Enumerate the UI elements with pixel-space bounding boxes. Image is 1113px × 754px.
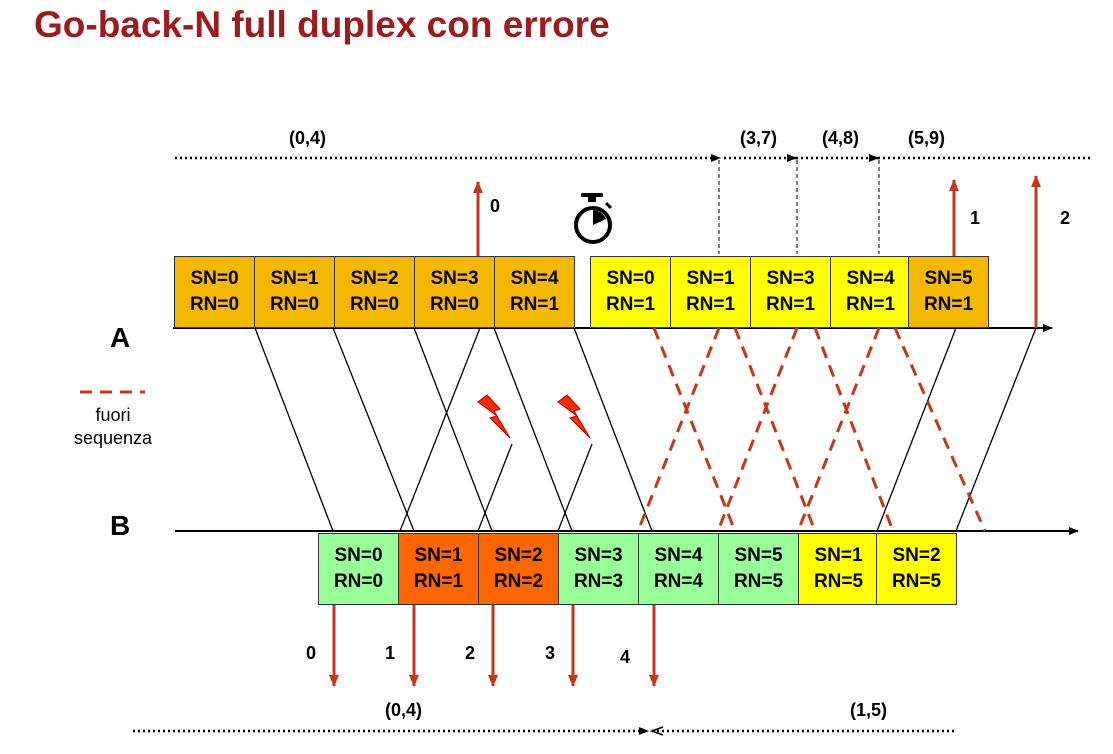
b-frame: SN=2 RN=2 [478, 533, 559, 605]
a-frame: SN=1 RN=0 [254, 256, 335, 328]
a-frame-rn: RN=1 [509, 294, 560, 315]
a-delivery-label: 0 [490, 196, 501, 216]
b-frame-rn: RN=5 [813, 571, 864, 592]
lightning-icon [477, 394, 511, 439]
a-frame-rn: RN=1 [685, 294, 736, 315]
legend-line-2: sequenza [73, 428, 153, 448]
station-a-label: A [110, 322, 131, 353]
b-frame-sn: SN=0 [334, 545, 383, 566]
top-window-label: (4,8) [822, 128, 860, 148]
top-window-label: (0,4) [289, 128, 327, 148]
page-title: Go-back-N full duplex con errore [34, 4, 610, 45]
a-frame-rn: RN=0 [429, 294, 480, 315]
a-frame-rn: RN=1 [845, 294, 896, 315]
b-frame-sn: SN=2 [892, 545, 941, 566]
b-frame-rn: RN=1 [413, 571, 464, 592]
a-frame-rn: RN=0 [269, 294, 320, 315]
b-delivery-label: 3 [545, 643, 556, 663]
b-frame-rn: RN=5 [891, 571, 942, 592]
b-frame-rn: RN=2 [493, 571, 544, 592]
a-frame-sn: SN=3 [430, 268, 479, 289]
legend-label: fuori sequenza [53, 404, 173, 450]
b-frame-sn: SN=1 [814, 545, 863, 566]
a-frame: SN=4 RN=1 [494, 256, 575, 328]
bottom-window-lines [133, 726, 955, 736]
stopwatch-icon [574, 193, 613, 244]
a-frame-sn: SN=1 [686, 268, 735, 289]
transmission-lines [254, 327, 1037, 532]
b-frame: SN=1 RN=5 [798, 533, 879, 605]
a-frame-sn: SN=4 [510, 268, 559, 289]
a-frame-rn: RN=1 [765, 294, 816, 315]
a-frame-rn: RN=0 [189, 294, 240, 315]
lightning-icon [557, 394, 591, 439]
b-frame: SN=5 RN=5 [718, 533, 799, 605]
top-window-label: (5,9) [908, 128, 946, 148]
b-frame-sn: SN=3 [574, 545, 623, 566]
station-b-label: B [110, 510, 131, 541]
a-frame-sn: SN=2 [350, 268, 399, 289]
a-frame: SN=0 RN=1 [590, 256, 671, 328]
b-frame-sn: SN=5 [734, 545, 783, 566]
b-delivery-label: 2 [465, 643, 476, 663]
a-delivery-label: 2 [1060, 208, 1071, 228]
b-frame: SN=1 RN=1 [398, 533, 479, 605]
a-frame: SN=3 RN=0 [414, 256, 495, 328]
b-frame: SN=4 RN=4 [638, 533, 719, 605]
a-frame-sn: SN=4 [846, 268, 895, 289]
a-frame: SN=2 RN=0 [334, 256, 415, 328]
a-frame-rn: RN=0 [349, 294, 400, 315]
a-frame-sn: SN=5 [924, 268, 973, 289]
b-frame-sn: SN=2 [494, 545, 543, 566]
a-frame: SN=0 RN=0 [174, 256, 255, 328]
a-frame: SN=5 RN=1 [908, 256, 989, 328]
b-frame-rn: RN=0 [333, 571, 384, 592]
b-delivery-arrows [329, 605, 659, 687]
a-frame: SN=1 RN=1 [670, 256, 751, 328]
legend-line-1: fuori [95, 405, 131, 425]
top-window-label: (3,7) [740, 128, 778, 148]
a-frame-sn: SN=0 [190, 268, 239, 289]
a-frame-sn: SN=0 [606, 268, 655, 289]
b-frame-sn: SN=1 [414, 545, 463, 566]
a-frame: SN=4 RN=1 [830, 256, 911, 328]
a-delivery-label: 1 [970, 208, 981, 228]
b-delivery-label: 1 [385, 643, 396, 663]
b-frame-rn: RN=5 [733, 571, 784, 592]
a-frame-sn: SN=1 [270, 268, 319, 289]
bottom-window-label: (1,5) [850, 700, 888, 720]
out-of-sequence-lines [636, 327, 987, 532]
a-frame: SN=3 RN=1 [750, 256, 831, 328]
b-delivery-label: 0 [306, 643, 317, 663]
b-frame-rn: RN=4 [653, 571, 704, 592]
b-frame: SN=3 RN=3 [558, 533, 639, 605]
window-boundaries [718, 160, 880, 254]
b-frame-rn: RN=3 [573, 571, 624, 592]
bottom-window-label: (0,4) [385, 700, 423, 720]
b-frame-sn: SN=4 [654, 545, 703, 566]
b-frame: SN=2 RN=5 [876, 533, 957, 605]
b-frame: SN=0 RN=0 [318, 533, 399, 605]
b-delivery-label: 4 [620, 647, 631, 667]
a-frame-rn: RN=1 [923, 294, 974, 315]
a-frame-sn: SN=3 [766, 268, 815, 289]
a-frame-rn: RN=1 [605, 294, 656, 315]
